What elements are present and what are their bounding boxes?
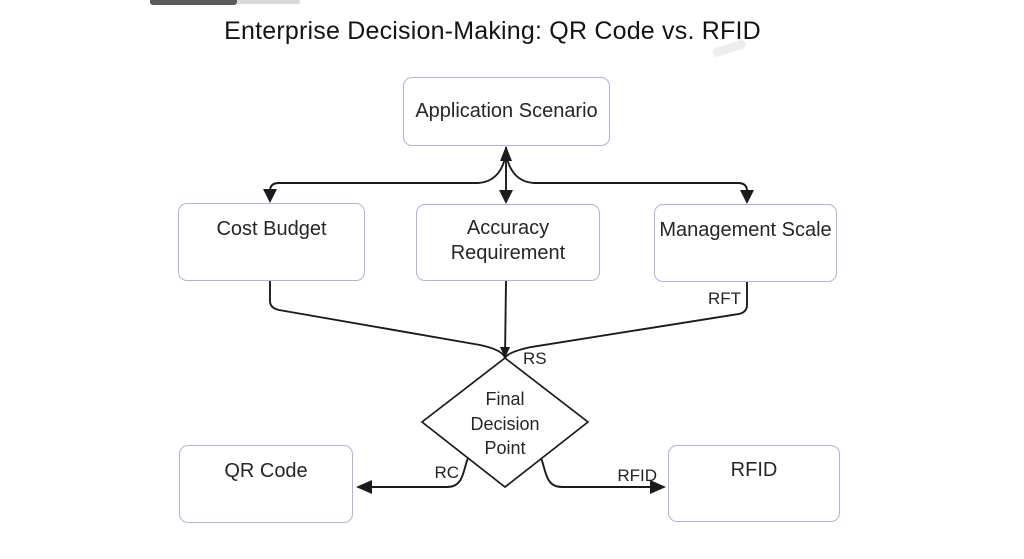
edge-cost-to-decision (269, 281, 506, 359)
convergence-wedge (500, 347, 510, 358)
arrowhead-into-qr (356, 480, 372, 494)
node-qr-code: QR Code (179, 445, 353, 523)
edge-label-rfid: RFID (617, 466, 657, 485)
node-final-decision-label: Final Decision Point (470, 389, 540, 458)
edge-accuracy-to-decision (504, 280, 507, 359)
node-management-scale-label: Management Scale (659, 218, 832, 241)
node-application-scenario-label: Application Scenario (415, 100, 598, 122)
diagram-title: Enterprise Decision-Making: QR Code vs. … (224, 17, 761, 45)
edge-label-rc: RC (434, 463, 459, 482)
arrowhead-into-management (740, 190, 754, 204)
node-cost-budget-label: Cost Budget (216, 217, 327, 240)
node-accuracy-requirement: Accuracy Requirement (416, 204, 600, 281)
edge-label-rs: RS (523, 349, 547, 368)
arrowhead-into-accuracy (499, 190, 513, 204)
edge-decision-to-qr (360, 457, 469, 488)
node-final-decision-shape (420, 356, 590, 489)
edge-app-to-cost (269, 146, 507, 192)
node-rfid: RFID (668, 445, 840, 522)
arrowhead-into-cost (263, 189, 277, 203)
node-management-scale: Management Scale (654, 204, 837, 282)
branch-junction-wedge (500, 146, 512, 161)
node-application-scenario: Application Scenario (403, 77, 610, 146)
edge-decision-to-rfid (540, 457, 662, 488)
node-rfid-label: RFID (730, 459, 778, 481)
node-cost-budget: Cost Budget (178, 203, 365, 281)
edge-label-rft: RFT (708, 289, 741, 308)
node-accuracy-requirement-label: Accuracy Requirement (450, 216, 566, 264)
node-qr-code-label: QR Code (224, 459, 308, 482)
cropped-ui-artifact-dark (150, 0, 237, 5)
cropped-ui-artifact-light (237, 0, 300, 4)
edge-app-to-management (505, 146, 748, 192)
arrowhead-into-rfid (650, 480, 666, 494)
edge-management-to-decision (504, 282, 748, 359)
